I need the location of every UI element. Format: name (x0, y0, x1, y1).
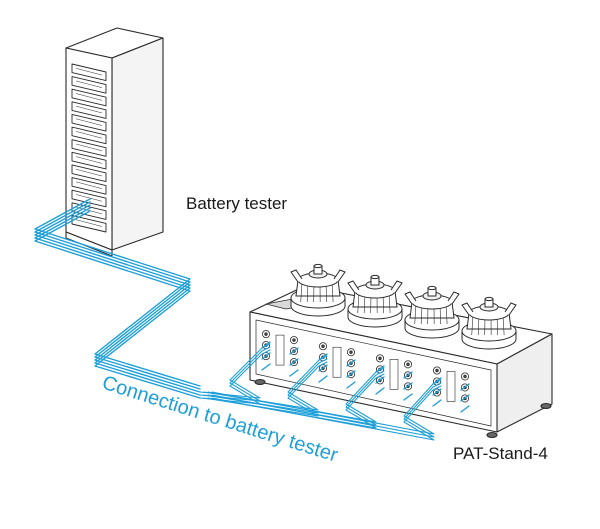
plug-lead (318, 353, 328, 361)
plug-lead (261, 363, 271, 371)
plug-lead (261, 341, 271, 349)
plug-lead (375, 376, 385, 384)
rack-slot (71, 189, 107, 208)
plug-lead (460, 383, 470, 391)
plug-lead (460, 394, 470, 402)
plug-lead (432, 388, 442, 396)
plug-lead (403, 382, 413, 390)
rack-slot-handle (75, 168, 103, 177)
battery-tester-rack (65, 27, 164, 257)
plug-lead (346, 381, 356, 389)
rack-slot (71, 101, 107, 119)
rack-slot-handle (75, 105, 103, 114)
rack-slot-handle (75, 156, 103, 164)
rack-slot (71, 126, 107, 145)
cable-branch (199, 346, 271, 402)
plug-lead (289, 358, 299, 366)
cable-branch (211, 382, 442, 438)
battery-tester-label: Battery tester (186, 194, 288, 213)
cell-holder-cap (290, 263, 346, 317)
plug-lead (432, 399, 442, 407)
rack-slot (71, 114, 107, 132)
rack-slot-handle (75, 93, 103, 101)
cable-strand (34, 204, 201, 393)
rack-slot (71, 88, 107, 107)
plug-lead (403, 393, 413, 401)
cell-holder-caps (290, 263, 517, 350)
cable-strand (34, 201, 201, 390)
rack-slot-handle (75, 118, 103, 126)
cable-branch (199, 349, 271, 405)
cable-branch (203, 358, 328, 414)
plug-lead (289, 369, 299, 377)
rack-slot-handle (75, 143, 103, 152)
plug-lead (289, 347, 299, 355)
plug-lead (318, 364, 328, 372)
rack-slot (71, 151, 107, 170)
cell-holder-cap (461, 296, 517, 350)
plug-lead (346, 370, 356, 378)
plug-lead (403, 371, 413, 379)
rack-slot (71, 139, 107, 157)
rack-slot (71, 177, 107, 195)
connection-cables (34, 198, 470, 441)
pat-stand-label: PAT-Stand-4 (453, 444, 548, 463)
rack-slot-handle (75, 219, 103, 227)
plug-lead (375, 387, 385, 395)
cell-holder-cap (347, 274, 403, 328)
rack-slot (71, 63, 107, 82)
rack-slot-handle (75, 181, 103, 189)
rack-slot-handle (75, 80, 103, 88)
cable-strand (34, 207, 201, 396)
cable-branch (211, 385, 442, 441)
rack-slot-handle (75, 194, 103, 202)
cable-branch (203, 361, 328, 417)
plug-lead (261, 352, 271, 360)
rack-slots (71, 63, 107, 233)
rack-slot (71, 164, 107, 182)
rack-slot-handle (75, 206, 103, 215)
cell-holder-cap (404, 285, 460, 339)
plug-lead (460, 405, 470, 413)
rack-slot (71, 76, 107, 94)
cable-strand (34, 210, 201, 399)
plug-lead (375, 365, 385, 373)
plug-lead (346, 359, 356, 367)
rack-slot-handle (75, 131, 103, 139)
rack-slot-handle (75, 68, 103, 76)
plug-lead (318, 375, 328, 383)
cable-strand (34, 198, 201, 387)
plug-lead (432, 377, 442, 385)
